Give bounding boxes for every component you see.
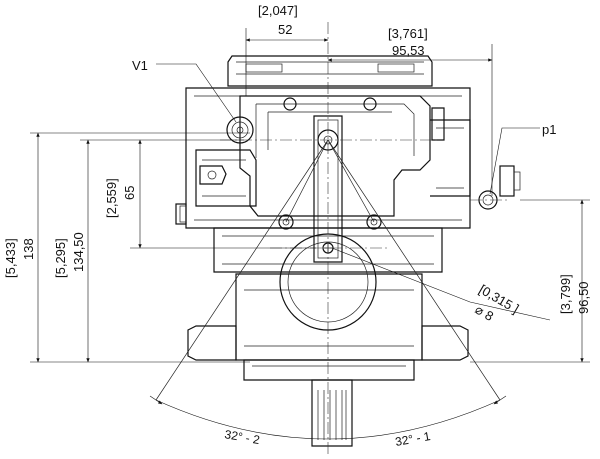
dim-right-offset-inch: [3,761] [388,26,428,41]
dim-overall-height-inch: [5,433] [3,238,18,278]
label-v1: V1 [132,58,148,73]
dim-top-width-mm: 52 [278,22,292,37]
dim-p1-height-mm: 96,50 [576,281,591,314]
pump-body [175,55,521,447]
angle-right: 32° - 1 [394,429,432,449]
center-lines [155,22,510,455]
label-p1: p1 [542,122,556,137]
dim-pivot-height-mm: 65 [122,186,137,200]
dimension-lines [30,28,590,440]
dim-p1-height-inch: [3,799] [558,274,573,314]
labels: V1 p1 [2,047] 52 [3,761] 95,53 [5,433] 1… [3,3,591,449]
dim-hole-dia-mm: ⌀ 8 [473,302,497,324]
angle-left: 32° - 2 [223,427,261,447]
dim-right-offset-mm: 95,53 [392,43,425,58]
dim-port-height-inch: [5,295] [53,238,68,278]
dim-overall-height-mm: 138 [21,238,36,260]
dim-pivot-height-inch: [2,559] [104,178,119,218]
dim-top-width-inch: [2,047] [258,3,298,18]
dim-port-height-mm: 134,50 [71,232,86,272]
